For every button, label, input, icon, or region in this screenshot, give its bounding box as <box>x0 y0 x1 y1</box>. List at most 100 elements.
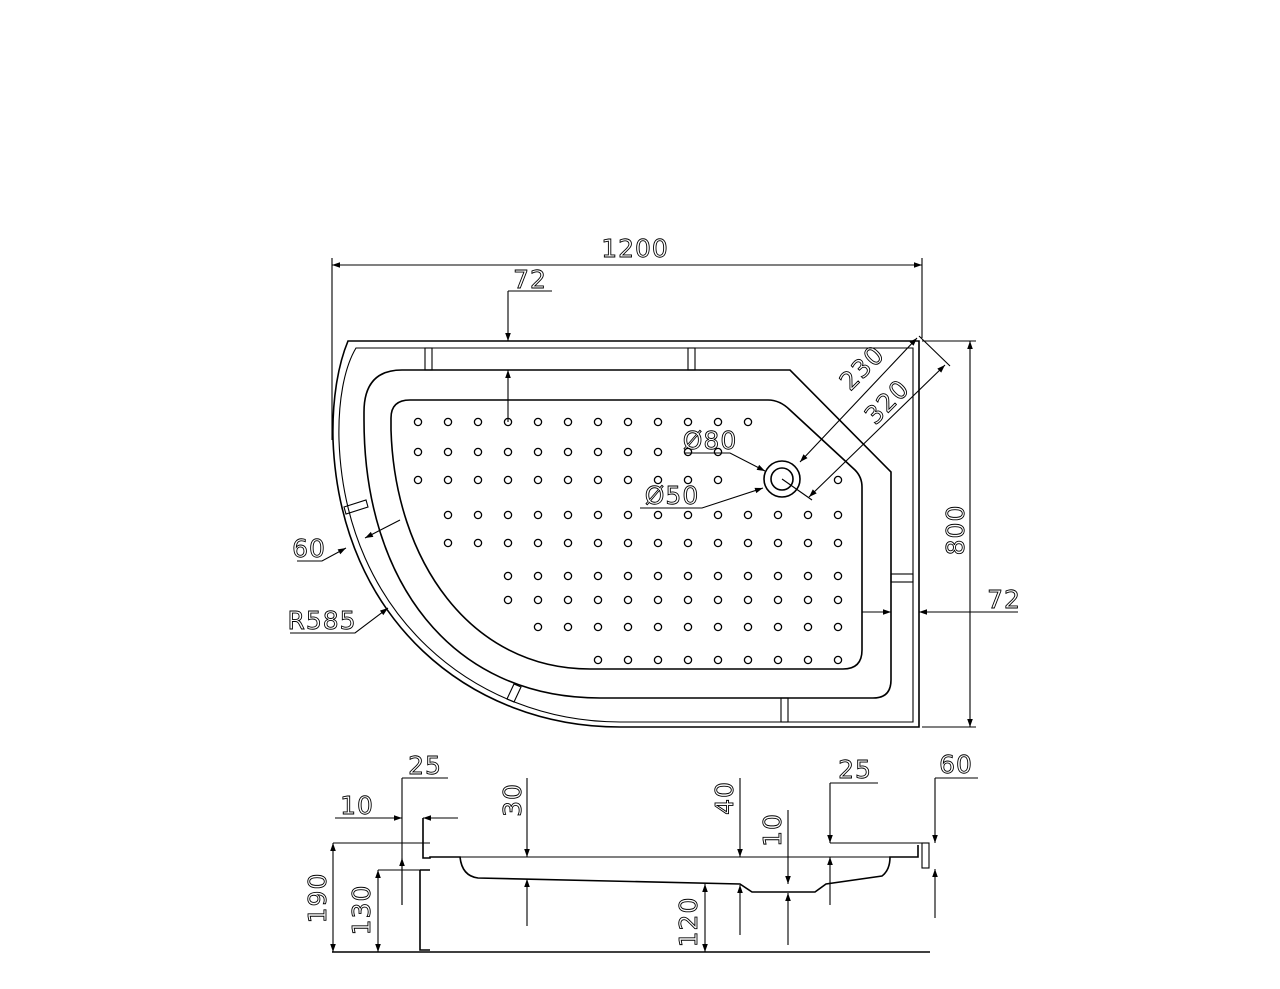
anti-slip-dot <box>533 595 543 605</box>
anti-slip-dot <box>683 595 693 605</box>
anti-slip-dot <box>713 538 723 548</box>
anti-slip-dot <box>443 510 453 520</box>
anti-slip-dot <box>623 595 633 605</box>
anti-slip-dot <box>533 538 543 548</box>
anti-slip-dot <box>833 475 843 485</box>
anti-slip-dot <box>593 622 603 632</box>
tray-section-profile <box>422 818 919 893</box>
anti-slip-dot <box>713 510 723 520</box>
tray-rim-edge <box>363 369 892 699</box>
anti-slip-dot <box>503 475 513 485</box>
dimension-basin-depth-right: 40 <box>710 778 743 935</box>
anti-slip-dot <box>443 447 453 457</box>
anti-slip-dot <box>593 655 603 665</box>
dimension-label: R585 <box>287 606 356 635</box>
anti-slip-dot <box>713 475 723 485</box>
dimension-label: 60 <box>292 534 326 563</box>
dimension-total-height: 190 <box>303 843 336 952</box>
anti-slip-dot <box>743 595 753 605</box>
anti-slip-dot <box>773 510 783 520</box>
anti-slip-dot <box>803 510 813 520</box>
anti-slip-dot <box>653 510 663 520</box>
tray-outer-outline <box>332 340 920 728</box>
anti-slip-dot <box>683 447 693 457</box>
dimension-curved-rim: 60 <box>292 519 401 563</box>
anti-slip-dot <box>473 475 483 485</box>
anti-slip-dot <box>743 571 753 581</box>
anti-slip-dot <box>533 571 543 581</box>
dimension-label: 130 <box>347 885 376 936</box>
dimension-label: 40 <box>710 781 739 815</box>
anti-slip-dot <box>503 538 513 548</box>
anti-slip-dot <box>563 417 573 427</box>
anti-slip-dot <box>593 595 603 605</box>
anti-slip-dot <box>653 417 663 427</box>
anti-slip-dot <box>833 655 843 665</box>
anti-slip-dot <box>833 538 843 548</box>
anti-slip-dot <box>833 595 843 605</box>
anti-slip-dot <box>773 538 783 548</box>
dimension-label: 25 <box>408 751 442 780</box>
drain-inner-circle <box>770 467 794 491</box>
anti-slip-dot <box>833 622 843 632</box>
dimension-label: 10 <box>758 813 787 847</box>
anti-slip-dot <box>743 655 753 665</box>
anti-slip-dot <box>743 538 753 548</box>
support-tab <box>506 683 522 703</box>
anti-slip-dot <box>413 417 423 427</box>
dimension-drain-diameters: Ø80 Ø50 <box>640 426 766 510</box>
dimension-label: Ø80 <box>683 426 738 455</box>
anti-slip-dot <box>713 417 723 427</box>
anti-slip-dot <box>743 417 753 427</box>
anti-slip-dot <box>833 571 843 581</box>
apron <box>419 869 430 951</box>
dimension-apron-height: 130 <box>347 869 420 952</box>
anti-slip-dot <box>533 417 543 427</box>
basin-outline <box>390 399 863 670</box>
anti-slip-dot <box>683 475 693 485</box>
anti-slip-dot <box>713 447 723 457</box>
anti-slip-dot <box>713 571 723 581</box>
dimension-label: 190 <box>303 873 332 924</box>
anti-slip-dot <box>473 417 483 427</box>
anti-slip-dot <box>563 571 573 581</box>
anti-slip-dot <box>803 538 813 548</box>
plan-view: 1200 72 800 72 230 320 <box>287 234 1020 728</box>
anti-slip-dot <box>563 447 573 457</box>
anti-slip-dot <box>593 571 603 581</box>
dimension-left-step: 25 10 <box>335 751 458 905</box>
dimension-right-flange: 60 <box>932 750 978 918</box>
dimension-label: 10 <box>340 791 374 820</box>
anti-slip-dot <box>653 475 663 485</box>
anti-slip-dot <box>653 622 663 632</box>
anti-slip-dot <box>443 538 453 548</box>
anti-slip-dot <box>803 595 813 605</box>
anti-slip-dot <box>773 571 783 581</box>
anti-slip-dot <box>443 417 453 427</box>
anti-slip-dot <box>743 510 753 520</box>
support-tabs <box>343 347 914 723</box>
anti-slip-dot <box>563 510 573 520</box>
anti-slip-dot <box>593 510 603 520</box>
anti-slip-dot <box>773 622 783 632</box>
anti-slip-dot <box>533 622 543 632</box>
anti-slip-dot <box>833 510 843 520</box>
anti-slip-dot <box>473 538 483 548</box>
anti-slip-dot <box>593 538 603 548</box>
dimension-label: 72 <box>513 265 547 294</box>
anti-slip-dot <box>683 538 693 548</box>
anti-slip-dot <box>473 510 483 520</box>
dimension-label: 60 <box>939 750 973 779</box>
anti-slip-dot <box>773 655 783 665</box>
right-flange <box>921 842 930 869</box>
dimension-label: 25 <box>838 755 872 784</box>
anti-slip-dot <box>503 447 513 457</box>
anti-slip-dot <box>653 595 663 605</box>
dimension-right-rim: 72 <box>862 585 1020 615</box>
support-tab <box>780 697 789 723</box>
anti-slip-dot <box>623 538 633 548</box>
anti-slip-dot <box>653 571 663 581</box>
anti-slip-dot <box>623 622 633 632</box>
dimension-overall-width: 1200 <box>331 234 923 440</box>
